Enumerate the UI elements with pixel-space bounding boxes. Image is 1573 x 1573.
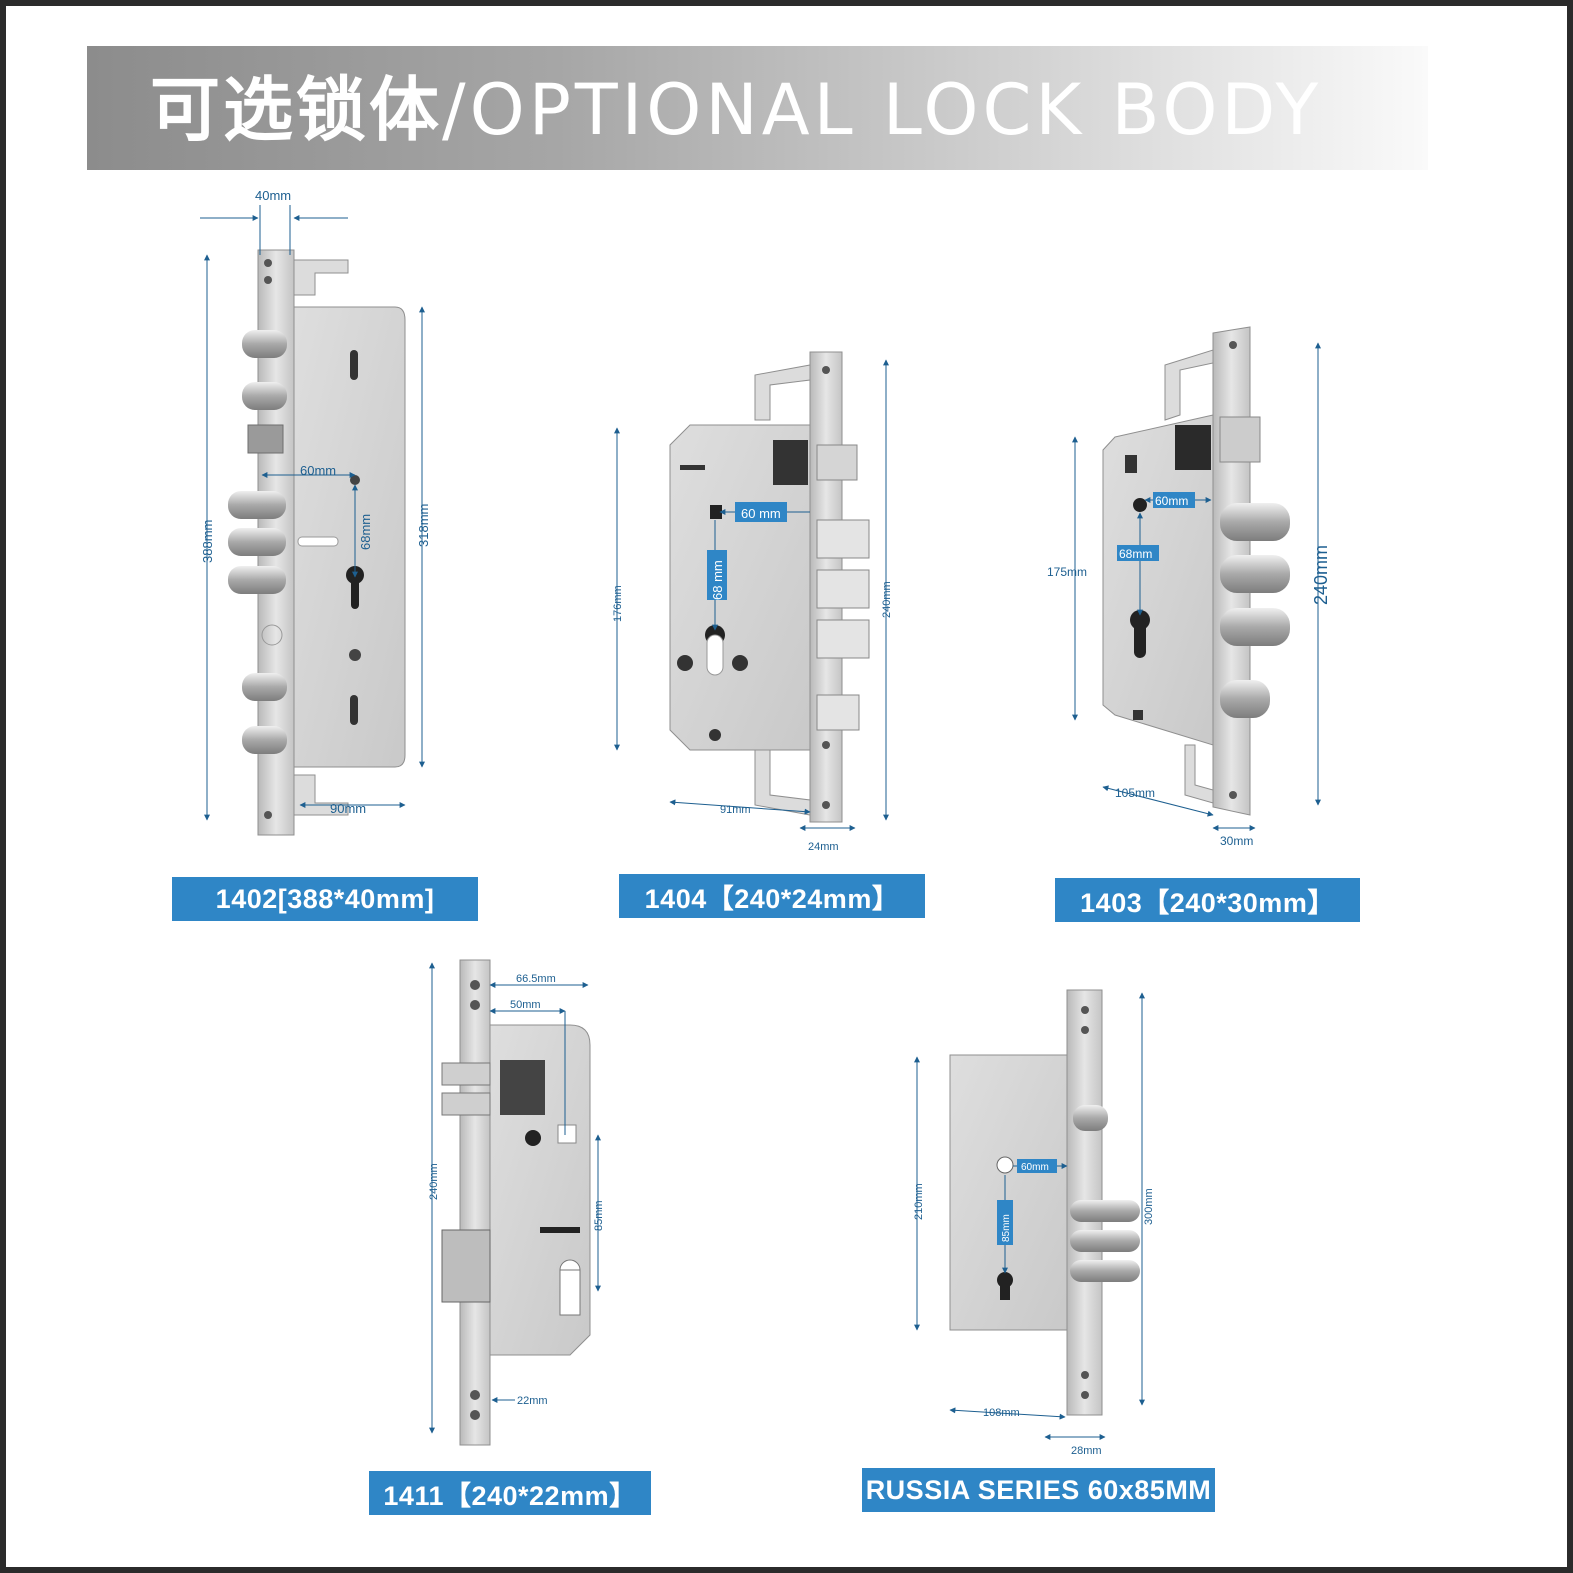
lock-1404-dim-center: 68 mm [710, 560, 725, 600]
title-separator: / [442, 69, 470, 151]
lock-1404-dim-backset: 60 mm [741, 506, 781, 521]
title-chinese: 可选锁体 [150, 69, 442, 151]
lock-1403-dim-height: 240mm [1311, 545, 1331, 605]
lock-1404-dim-faceplate: 24mm [808, 841, 839, 853]
lock-1402-dim-depth: 90mm [330, 801, 366, 816]
lock-1404-dim-depth: 91mm [720, 804, 751, 816]
lock-1402-diagram: 40mm 388mm 318mm 60mm 68mm 90mm [200, 188, 431, 836]
lock-1403-dim-body-height: 175mm [1047, 565, 1087, 579]
lock-1403-dim-faceplate: 30mm [1220, 834, 1253, 848]
lock-1402-dim-height: 388mm [200, 520, 215, 563]
lock-1411-dim-faceplate: 22mm [517, 1395, 548, 1407]
lock-russia-dim-height: 300mm [1143, 1188, 1155, 1225]
lock-1402-dim-center: 68mm [358, 514, 373, 550]
lock-russia-label: RUSSIA SERIES 60x85MM [862, 1468, 1215, 1512]
lock-russia-dim-faceplate: 28mm [1071, 1445, 1102, 1457]
lock-russia-dim-center: 85mm [1001, 1214, 1012, 1242]
lock-1404-diagram: 60 mm 68 mm 176mm 240mm 91mm 24mm [612, 351, 893, 853]
lock-1404-dim-body-height: 176mm [612, 585, 624, 622]
lock-1411-label: 1411【240*22mm】 [369, 1471, 651, 1515]
lock-russia-dim-backset: 60mm [1021, 1162, 1049, 1173]
lock-1403-dim-backset: 60mm [1155, 494, 1188, 508]
lock-1411-dim-center: 85mm [593, 1200, 605, 1231]
lock-1403-label: 1403【240*30mm】 [1055, 878, 1360, 922]
lock-russia-dim-body-height: 210mm [913, 1183, 925, 1220]
lock-1402-label: 1402[388*40mm] [172, 877, 478, 921]
lock-russia-dim-depth: 108mm [983, 1407, 1020, 1419]
lock-1402-dim-body-height: 318mm [416, 504, 431, 547]
lock-1402-dim-width: 40mm [255, 188, 291, 203]
lock-1404-label: 1404【240*24mm】 [619, 874, 925, 918]
header-banner [87, 46, 1428, 170]
lock-1411-diagram: 66.5mm 50mm 240mm 85mm 22mm [428, 959, 605, 1446]
lock-1411-dim-backset: 50mm [510, 999, 541, 1011]
lock-1404-dim-height: 240mm [881, 581, 893, 618]
lock-1403-dim-depth: 105mm [1115, 786, 1155, 800]
title-english: OPTIONAL LOCK BODY [469, 69, 1323, 151]
lock-russia-diagram: 60mm 85mm 210mm 300mm 108mm 28mm [913, 989, 1155, 1457]
lock-1402-dim-backset: 60mm [300, 463, 336, 478]
lock-1411-dim-depth: 66.5mm [516, 973, 556, 985]
lock-1411-dim-height: 240mm [428, 1163, 440, 1200]
lock-1403-dim-center: 68mm [1119, 547, 1152, 561]
page-title: 可选锁体/OPTIONAL LOCK BODY [150, 70, 1322, 150]
lock-1403-diagram: 60mm 68mm 175mm 240mm 105mm 30mm [1047, 326, 1331, 848]
